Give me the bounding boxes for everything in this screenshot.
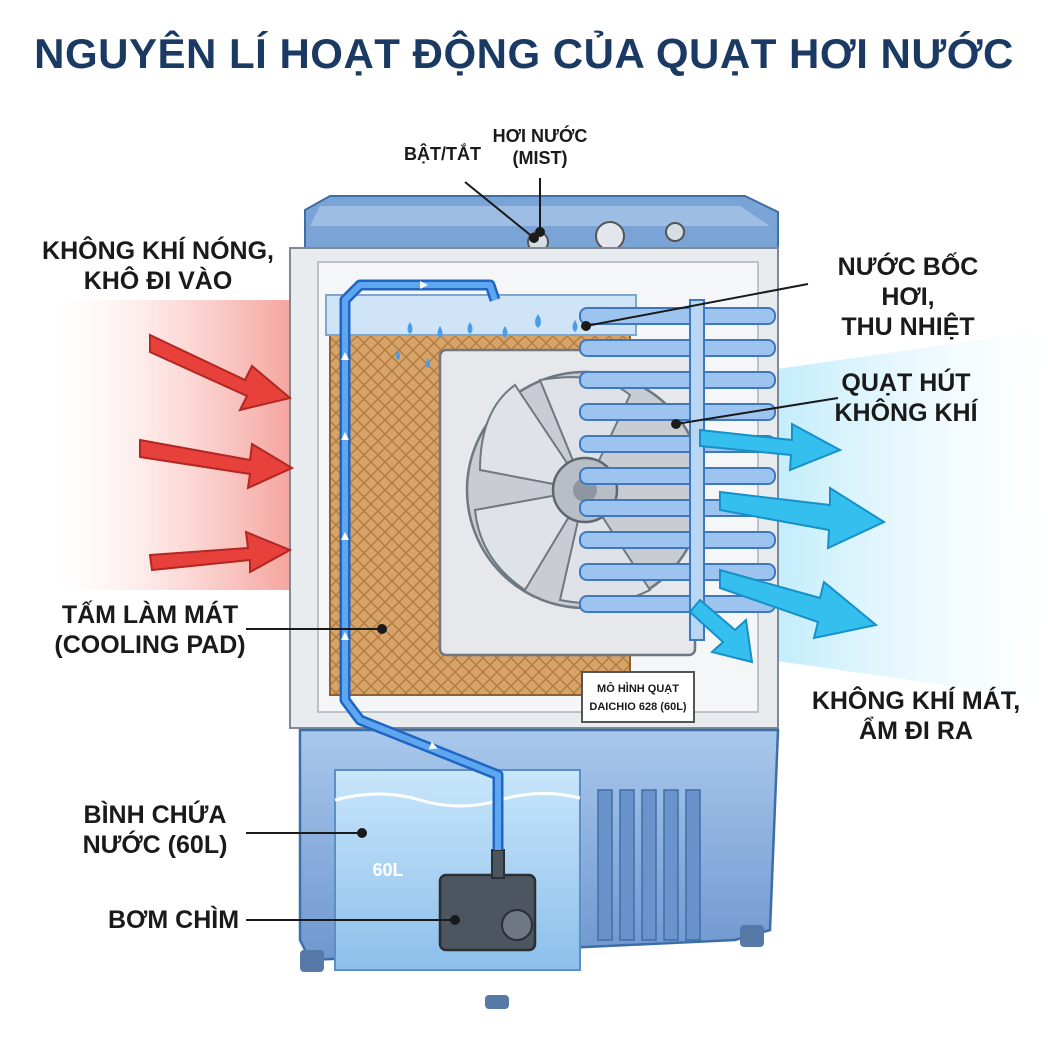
- label-tank-line-1: BÌNH CHỨA: [70, 800, 240, 830]
- label-fan: QUẠT HÚT KHÔNG KHÍ: [826, 368, 986, 428]
- label-hot-air: KHÔNG KHÍ NÓNG, KHÔ ĐI VÀO: [38, 236, 278, 296]
- model-tag: [582, 672, 694, 722]
- label-mist-line-1: HƠI NƯỚC: [485, 126, 595, 148]
- label-cooling-pad-line-1: TẤM LÀM MÁT: [50, 600, 250, 630]
- label-hot-air-line-2: KHÔ ĐI VÀO: [38, 266, 278, 296]
- label-cool-air: KHÔNG KHÍ MÁT, ẨM ĐI RA: [796, 686, 1036, 746]
- tank-volume: 60L: [372, 860, 403, 880]
- label-pump: BƠM CHÌM: [108, 905, 239, 935]
- model-tag-line-2: DAICHIO 628 (60L): [589, 701, 687, 713]
- label-cool-air-line-1: KHÔNG KHÍ MÁT,: [796, 686, 1036, 716]
- mist-knob: [666, 223, 684, 241]
- label-cool-air-line-2: ẨM ĐI RA: [796, 716, 1036, 746]
- model-tag-line-1: MÔ HÌNH QUẠT: [597, 682, 679, 695]
- speed-knob: [596, 222, 624, 250]
- label-cooling-pad: TẤM LÀM MÁT (COOLING PAD): [50, 600, 250, 660]
- wheel: [300, 950, 324, 972]
- label-cooling-pad-line-2: (COOLING PAD): [50, 630, 250, 660]
- label-fan-line-1: QUẠT HÚT: [826, 368, 986, 398]
- label-mist-line-2: (MIST): [485, 148, 595, 170]
- label-fan-line-2: KHÔNG KHÍ: [826, 398, 986, 428]
- label-evaporation-line-1: NƯỚC BỐC HƠI,: [808, 252, 1008, 312]
- label-tank-line-2: NƯỚC (60L): [70, 830, 240, 860]
- label-on-off: BẬT/TẮT: [404, 144, 481, 166]
- wheel: [485, 995, 509, 1009]
- label-hot-air-line-1: KHÔNG KHÍ NÓNG,: [38, 236, 278, 266]
- pump-intake: [502, 910, 532, 940]
- label-evaporation-line-2: THU NHIỆT: [808, 312, 1008, 342]
- pump-outlet: [492, 850, 504, 878]
- label-evaporation: NƯỚC BỐC HƠI, THU NHIỆT: [808, 252, 1008, 342]
- label-tank: BÌNH CHỨA NƯỚC (60L): [70, 800, 240, 860]
- label-mist: HƠI NƯỚC (MIST): [485, 126, 595, 169]
- page-title: NGUYÊN LÍ HOẠT ĐỘNG CỦA QUẠT HƠI NƯỚC: [0, 30, 1048, 78]
- wheel: [740, 925, 764, 947]
